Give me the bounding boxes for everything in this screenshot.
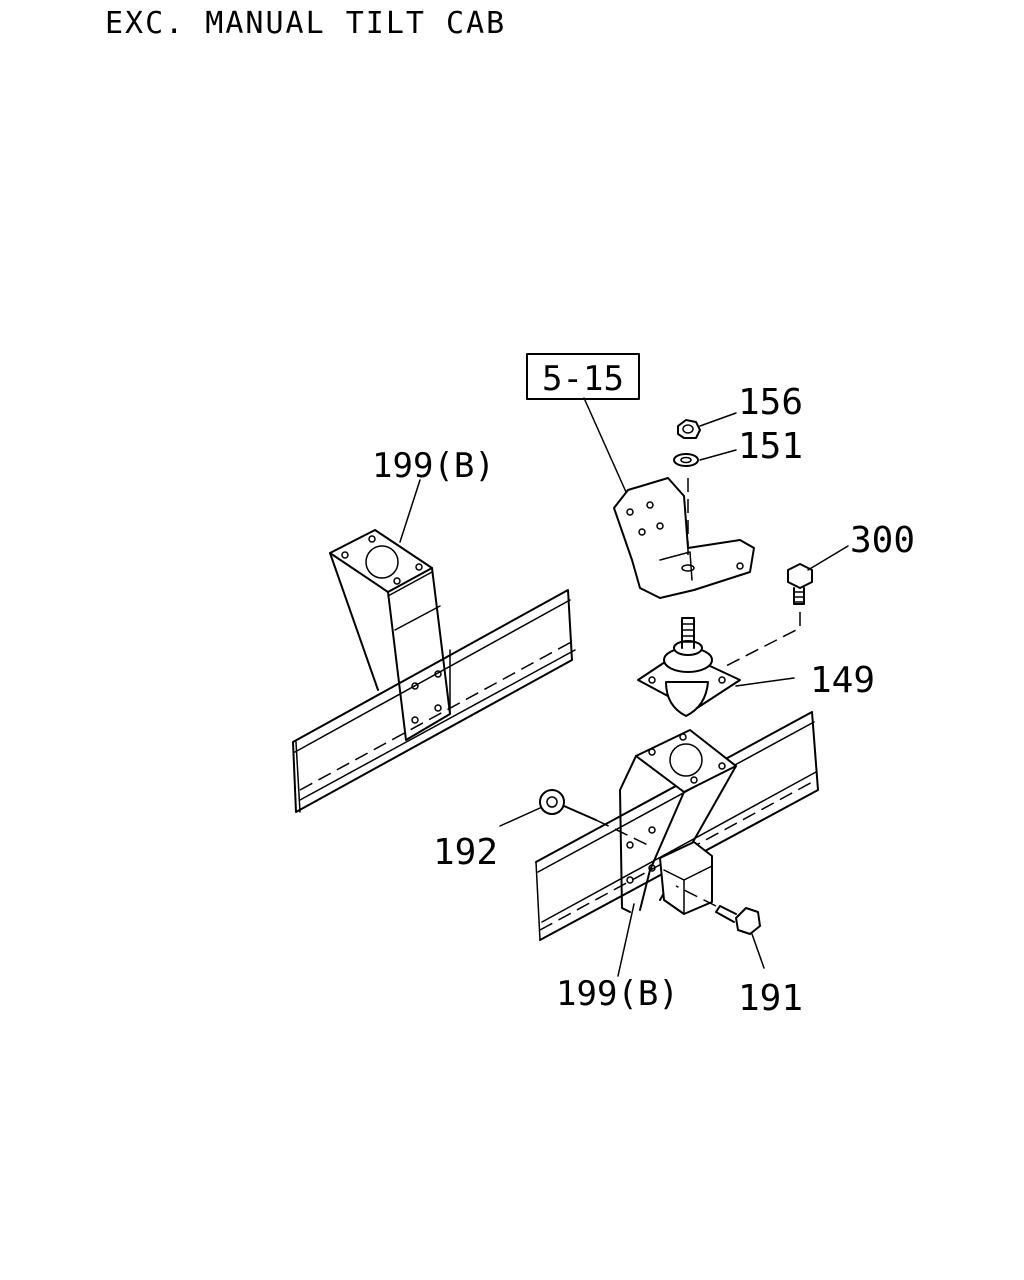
leader-lines: [399, 397, 849, 977]
washer-151-icon: [673, 453, 699, 467]
cab-bracket-5-15: [613, 477, 755, 599]
callout-191: 191: [738, 978, 803, 1019]
callout-149: 149: [810, 660, 875, 701]
callout-156: 156: [738, 382, 803, 423]
nut-192-icon: [539, 789, 597, 821]
callout-300: 300: [850, 520, 915, 561]
callout-151: 151: [738, 426, 803, 467]
left-frame-rail: [292, 589, 576, 813]
nut-156-icon: [677, 419, 701, 439]
bolt-191-icon: [715, 905, 761, 935]
diagram-title: EXC. MANUAL TILT CAB: [105, 6, 506, 41]
reference-box-5-15: 5-15: [526, 353, 640, 400]
callout-199b-bottom: 199(B): [556, 974, 679, 1014]
rubber-mount-149-icon: [637, 617, 741, 717]
bracket-199b-right: [619, 729, 737, 915]
reference-box-label: 5-15: [542, 359, 624, 399]
callout-199b-top: 199(B): [372, 446, 495, 486]
callout-192: 192: [433, 832, 498, 873]
bracket-199b-left: [329, 529, 451, 741]
bolt-300-icon: [787, 563, 813, 605]
